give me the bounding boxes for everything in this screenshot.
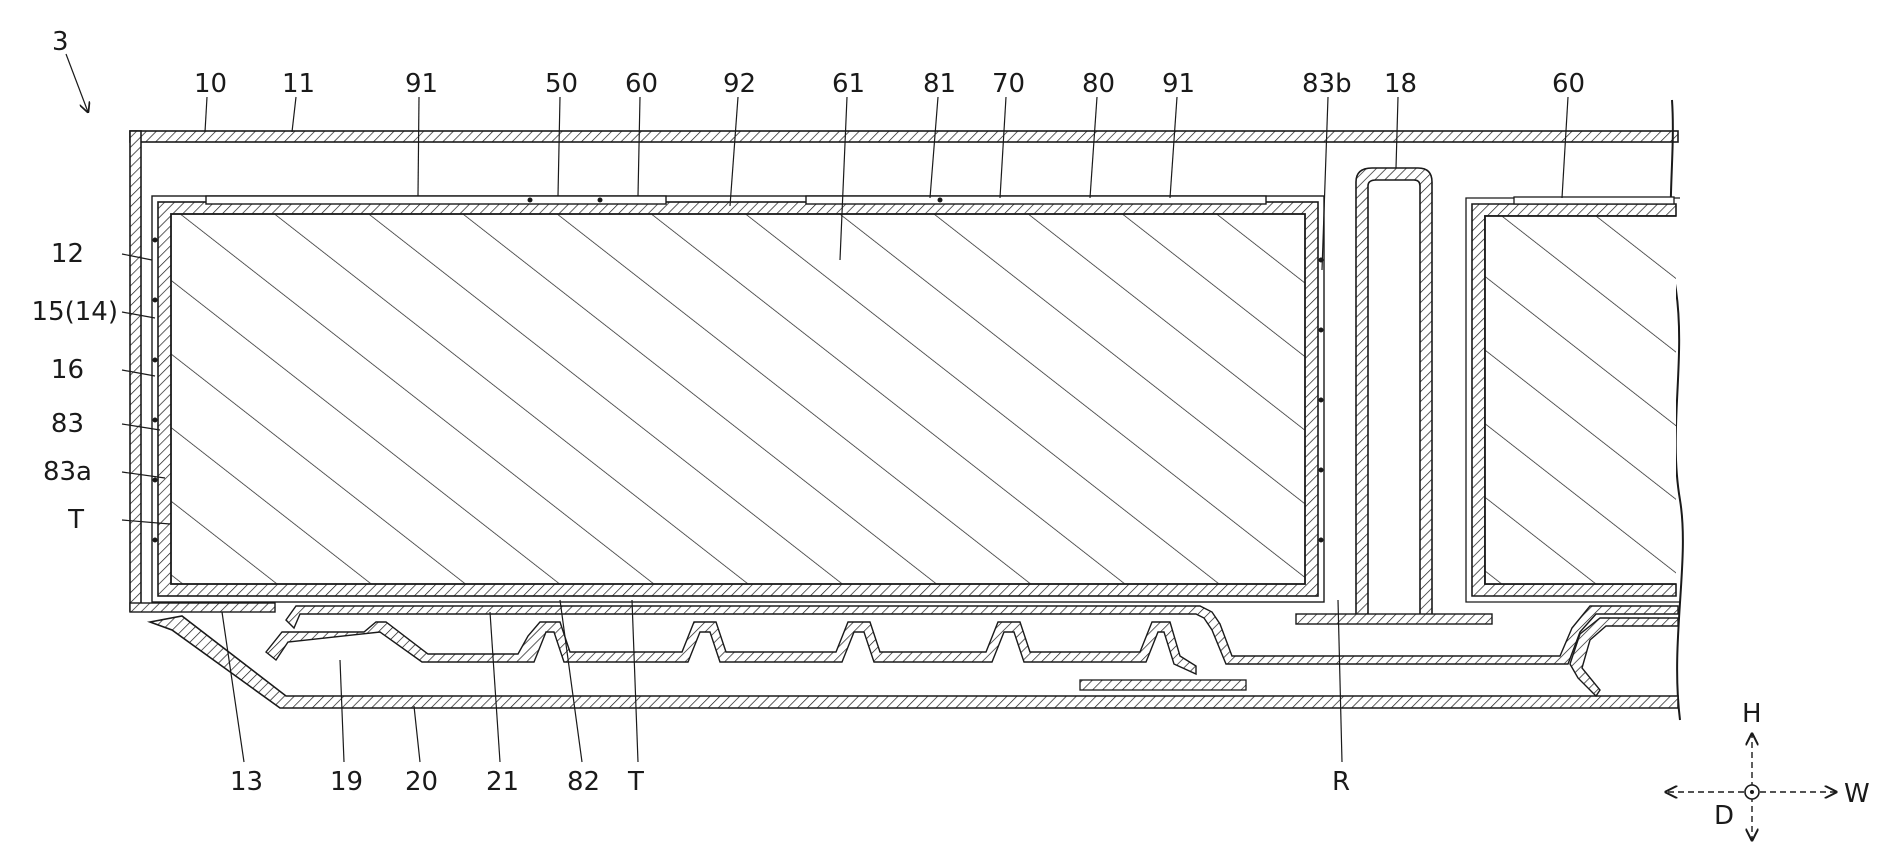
out-of-plane-dot [1750, 790, 1754, 794]
label-91-a: 91 [405, 69, 438, 99]
label-83b: 83b [1302, 69, 1352, 99]
right-core [1485, 216, 1676, 584]
right-top-sheet [1514, 197, 1674, 204]
axis-label-H: H [1742, 699, 1762, 729]
label-83: 83 [51, 409, 84, 439]
label-80: 80 [1082, 69, 1115, 99]
left-wall [130, 131, 141, 611]
label-91-b: 91 [1162, 69, 1195, 99]
label-70: 70 [992, 69, 1025, 99]
direction-indicator: H W D [1666, 699, 1870, 840]
label-21: 21 [486, 767, 519, 797]
plate-corrugated [266, 622, 1196, 674]
label-61: 61 [832, 69, 865, 99]
label-T-left: T [67, 505, 84, 535]
label-83a: 83a [43, 457, 92, 487]
top-wall [130, 131, 1678, 142]
right-channel [1570, 618, 1678, 696]
bottom-wall-left [130, 603, 275, 612]
label-18: 18 [1384, 69, 1417, 99]
label-13: 13 [230, 767, 263, 797]
label-60-b: 60 [1552, 69, 1585, 99]
core [171, 214, 1305, 584]
left-cell [152, 196, 1324, 602]
label-15-14: 15(14) [32, 297, 118, 327]
label-19: 19 [330, 767, 363, 797]
label-20: 20 [405, 767, 438, 797]
label-50: 50 [545, 69, 578, 99]
axis-label-D: D [1714, 801, 1734, 831]
top-sheet-b [806, 196, 1266, 204]
right-cell [1466, 197, 1680, 602]
top-sheet-a [206, 196, 666, 204]
plate-strip [1080, 680, 1246, 690]
figure-arrow [66, 54, 88, 112]
label-11: 11 [282, 69, 315, 99]
label-16: 16 [51, 355, 84, 385]
label-R: R [1332, 767, 1350, 797]
axis-label-W: W [1844, 779, 1870, 809]
label-T-bottom: T [627, 767, 644, 797]
figure-number: 3 [52, 27, 69, 57]
post-body [1356, 168, 1432, 620]
post-base [1296, 614, 1492, 624]
label-12: 12 [51, 239, 84, 269]
post [1296, 168, 1492, 624]
label-60-a: 60 [625, 69, 658, 99]
label-81: 81 [923, 69, 956, 99]
label-10: 10 [194, 69, 227, 99]
label-92: 92 [723, 69, 756, 99]
label-82: 82 [567, 767, 600, 797]
